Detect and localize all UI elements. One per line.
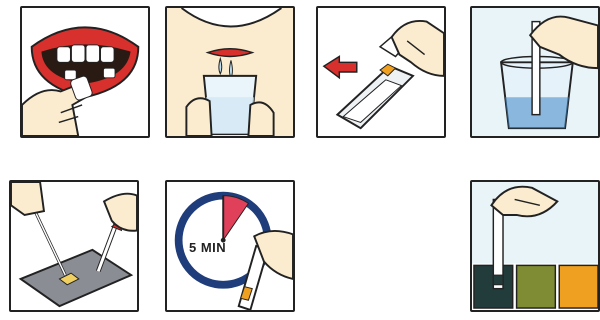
peel-strip-icon	[318, 8, 444, 136]
mouth-swab-icon	[22, 8, 148, 136]
color-chart-icon	[472, 182, 598, 310]
panel-dip-strip	[470, 6, 600, 138]
spit-cup-icon	[167, 8, 293, 136]
panel-apply-sample	[9, 180, 139, 312]
panel-peel-strip	[316, 6, 446, 138]
timer-icon	[167, 182, 293, 310]
panel-spit-cup	[165, 6, 295, 138]
panel-timer: 5 MIN	[165, 180, 295, 312]
panel-mouth-swab	[20, 6, 150, 138]
dip-strip-icon	[472, 8, 598, 136]
swatch-orange	[559, 265, 598, 308]
swatch-olive	[517, 265, 556, 308]
panel-color-chart	[470, 180, 600, 312]
timer-label: 5 MIN	[189, 240, 226, 255]
apply-sample-icon	[11, 182, 137, 310]
